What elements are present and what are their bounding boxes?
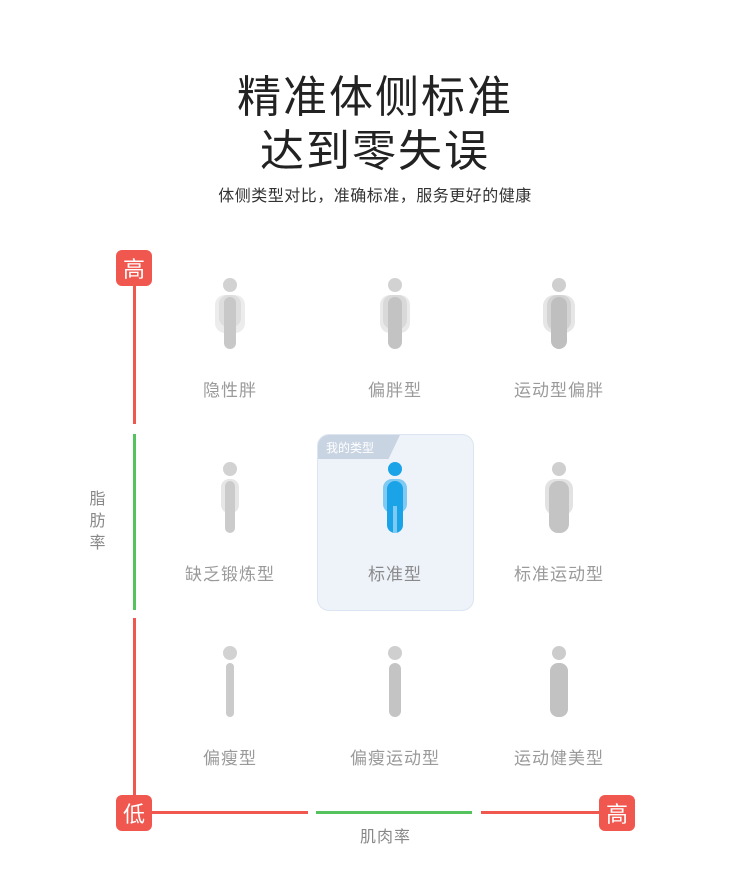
body-type-label: 偏瘦型 [203, 749, 257, 769]
body-figure-icon [215, 278, 245, 349]
body-figure-icon [545, 462, 573, 533]
body-type-label: 偏瘦运动型 [350, 749, 440, 769]
y-axis-segment-high [133, 282, 136, 424]
body-type-label: 标准运动型 [514, 565, 604, 585]
x-axis-label: 肌肉率 [360, 827, 412, 846]
body-type-cell[interactable]: 偏胖型 [317, 278, 473, 454]
page-title-line2: 达到零失误 [260, 126, 490, 177]
body-figure-icon [543, 278, 575, 349]
body-type-cell-selected[interactable]: 标准型 [317, 462, 473, 638]
body-type-cell[interactable]: 偏瘦运动型 [317, 646, 473, 822]
body-type-cell[interactable]: 运动健美型 [481, 646, 637, 822]
body-type-label: 标准型 [368, 565, 422, 585]
body-figure-icon [223, 646, 237, 717]
x-axis-segment-low [150, 811, 308, 814]
body-type-label: 偏胖型 [368, 381, 422, 401]
body-type-cell[interactable]: 运动型偏胖 [481, 278, 637, 454]
body-type-cell[interactable]: 标准运动型 [481, 462, 637, 638]
body-figure-icon [383, 462, 407, 533]
body-figure-icon [550, 646, 568, 717]
body-type-cell[interactable]: 偏瘦型 [152, 646, 308, 822]
my-type-tag: 我的类型 [318, 435, 400, 459]
page-subtitle: 体侧类型对比，准确标准，服务更好的健康 [218, 186, 532, 205]
x-axis-segment-high [481, 811, 603, 814]
body-figure-icon [380, 278, 410, 349]
body-figure-icon [221, 462, 239, 533]
body-type-label: 缺乏锻炼型 [185, 565, 275, 585]
x-axis-high-badge: 高 [599, 795, 635, 831]
origin-low-badge: 低 [116, 795, 152, 831]
page-title-line1: 精准体侧标准 [237, 72, 513, 123]
x-axis-segment-mid [316, 811, 472, 814]
y-axis-segment-mid [133, 434, 136, 610]
body-type-cell[interactable]: 缺乏锻炼型 [152, 462, 308, 638]
y-axis-high-badge: 高 [116, 250, 152, 286]
body-type-label: 运动型偏胖 [514, 381, 604, 401]
body-figure-icon [388, 646, 402, 717]
my-type-card: 我的类型 [317, 434, 474, 611]
body-type-cell[interactable]: 隐性胖 [152, 278, 308, 454]
body-type-label: 隐性胖 [203, 381, 257, 401]
body-type-label: 运动健美型 [514, 749, 604, 769]
y-axis-segment-low [133, 618, 136, 808]
y-axis-label: 脂肪率 [89, 489, 107, 552]
